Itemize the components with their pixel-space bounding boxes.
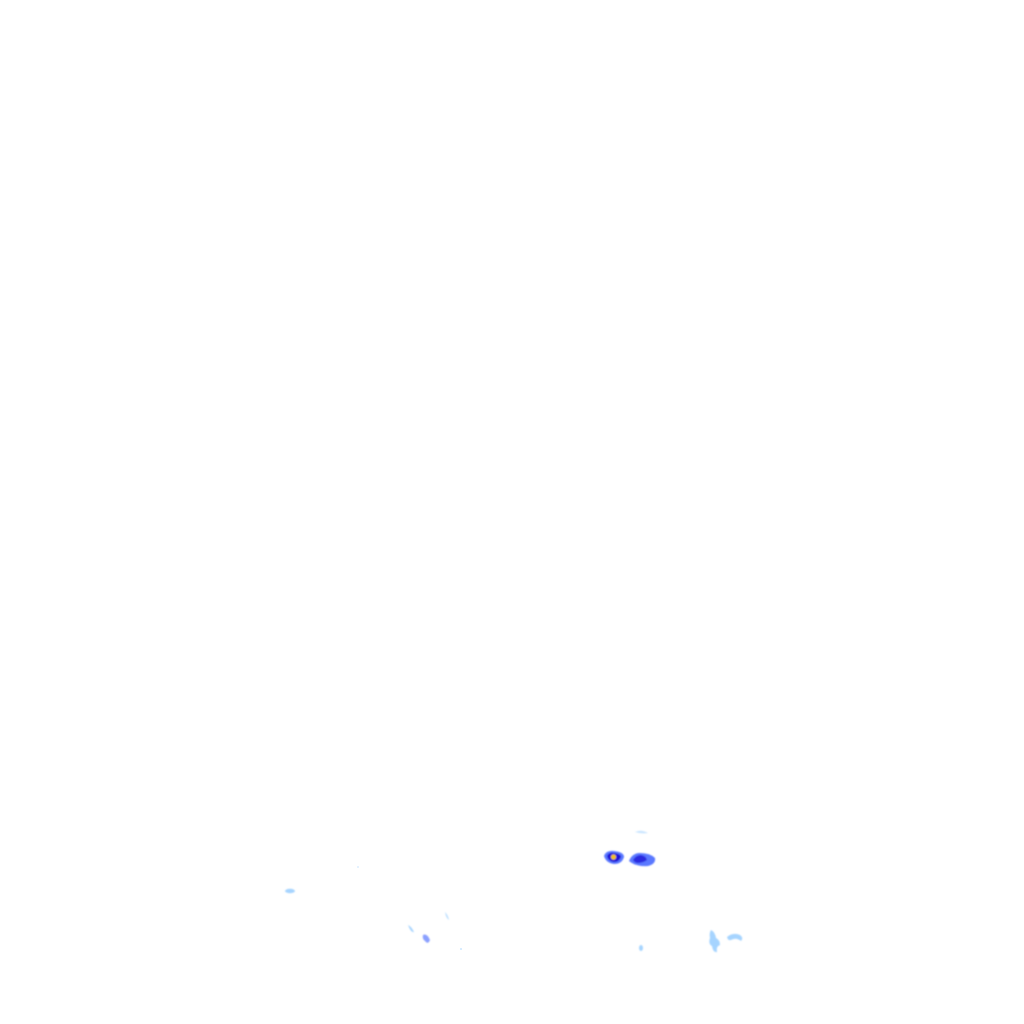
echo-cell-moderate [629,853,656,867]
echo-light-sw-3 [445,912,449,920]
echo-light-se [709,930,743,953]
echo-faint-streak [635,830,648,834]
echo-light-sw-1 [408,925,414,933]
echo-cell-strong [604,850,624,864]
echo-speck-2 [460,948,462,950]
echo-light-west [285,888,295,894]
echo-light-sw-2 [422,934,430,943]
echo-speck [357,866,359,868]
echo-light-south [639,945,643,951]
